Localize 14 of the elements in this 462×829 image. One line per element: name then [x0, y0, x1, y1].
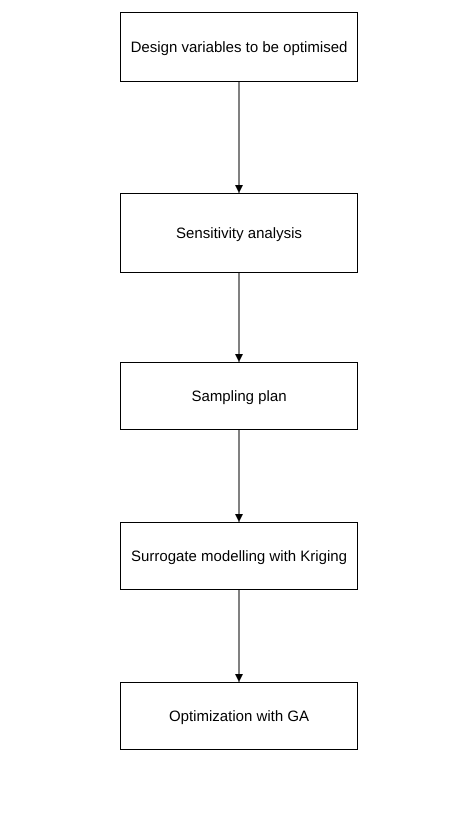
box-label: Optimization with GA [168, 708, 310, 724]
box-label: Sampling plan [191, 388, 287, 404]
arrow [235, 82, 243, 194]
process-box [120, 362, 358, 430]
box-label: Design variables to be optimised [130, 38, 348, 56]
process-box [120, 193, 358, 273]
arrow [235, 590, 243, 682]
box-label: Sensitivity analysis [176, 224, 302, 242]
arrow [235, 272, 243, 362]
process-box [120, 522, 358, 590]
arrow [235, 430, 243, 522]
process-box [120, 682, 358, 750]
box-label: Surrogate modelling with Kriging [131, 548, 347, 564]
process-box [120, 12, 358, 82]
